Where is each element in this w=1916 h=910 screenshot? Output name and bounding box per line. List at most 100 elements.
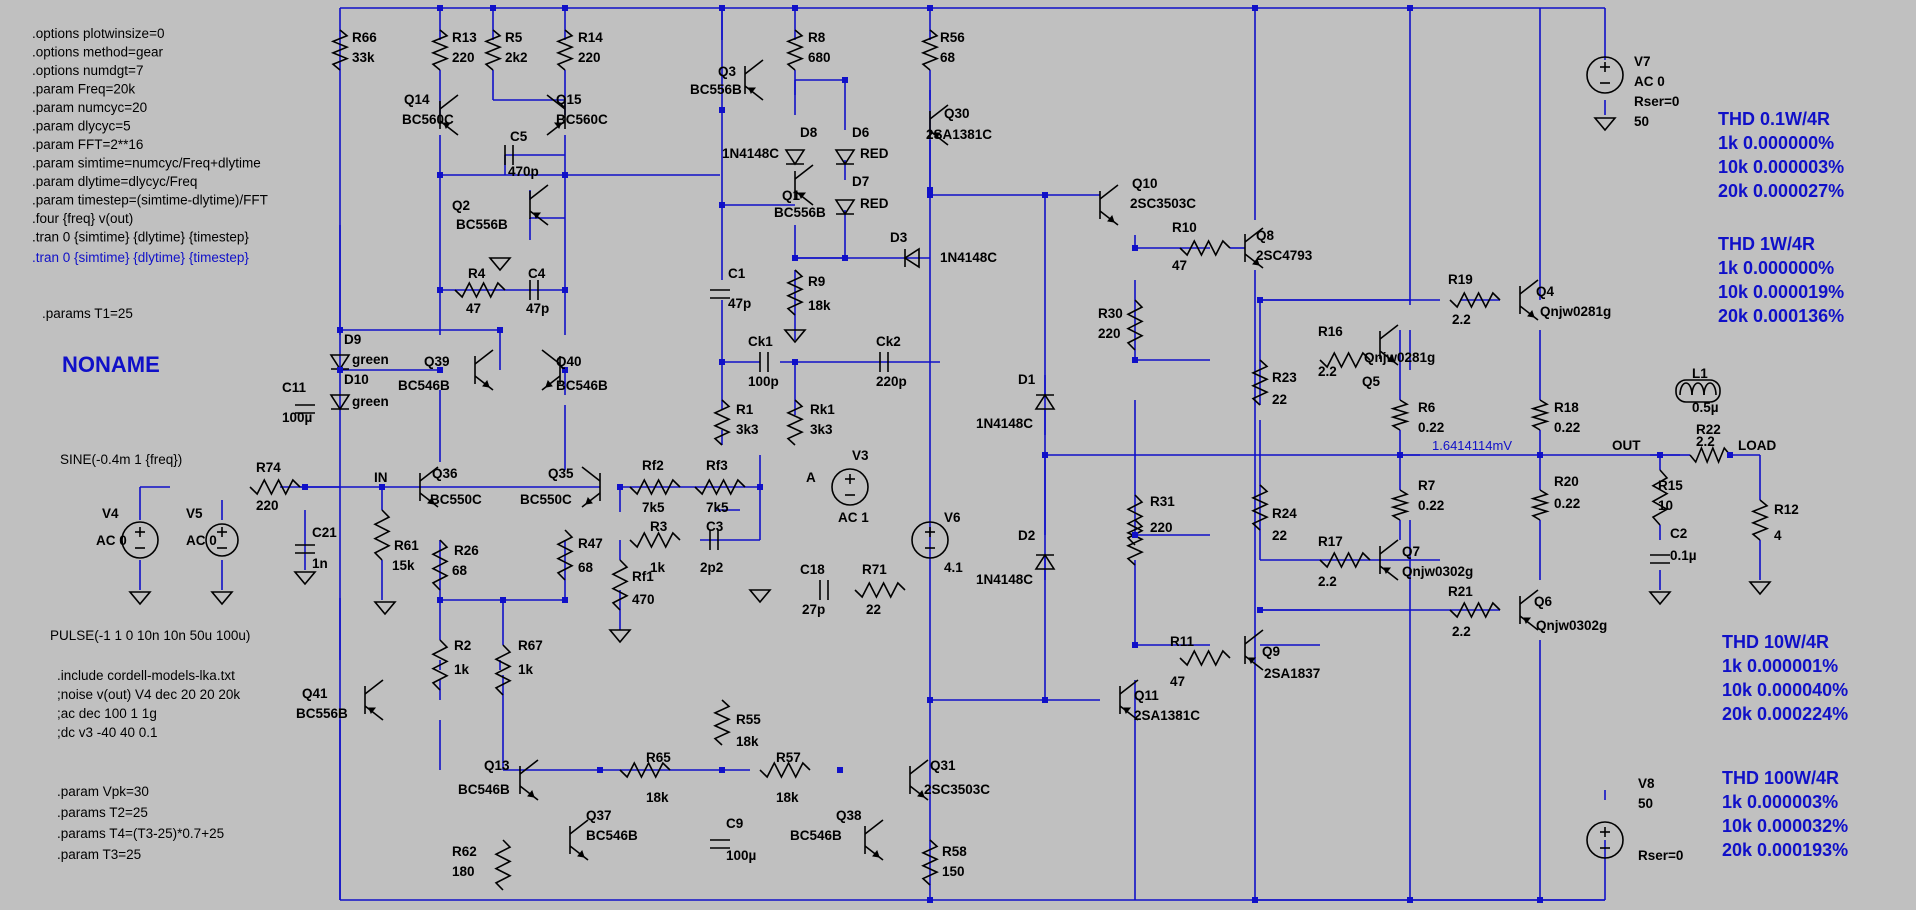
inductor-symbol[interactable] <box>1675 379 1721 403</box>
component-value-q14: BC560C <box>402 112 454 127</box>
diode-symbol[interactable] <box>329 354 351 371</box>
component-ref-r61: R61 <box>394 538 419 553</box>
transistor-emitter <box>1519 615 1539 631</box>
thd-table-title: THD 100W/4R <box>1722 768 1839 788</box>
resistor-symbol[interactable] <box>483 29 503 71</box>
voltage-source-symbol[interactable] <box>911 521 949 559</box>
spice-directive: .param timestep=(simtime-dlytime)/FFT <box>32 193 268 208</box>
voltage-source-symbol[interactable] <box>831 468 869 506</box>
resistor-symbol[interactable] <box>854 581 906 599</box>
resistor-symbol[interactable] <box>1449 291 1501 309</box>
resistor-symbol[interactable] <box>1390 399 1410 431</box>
component-ref-v6: V6 <box>944 510 961 525</box>
component-ref-r12: R12 <box>1774 502 1799 517</box>
wire-junction <box>490 5 496 11</box>
transistor-arrow <box>748 87 757 94</box>
ground-symbol <box>1593 117 1617 132</box>
diode-symbol[interactable] <box>1034 553 1056 570</box>
component-value-q10: 2SC3503C <box>1130 196 1196 211</box>
resistor-symbol[interactable] <box>555 29 575 71</box>
component-ref-q38: Q38 <box>836 808 862 823</box>
voltage-source-symbol[interactable] <box>121 521 159 559</box>
wire-junction <box>1042 697 1048 703</box>
resistor-symbol[interactable] <box>430 29 450 71</box>
resistor-symbol[interactable] <box>1319 551 1371 569</box>
component-value-v5: AC 0 <box>186 533 217 548</box>
resistor-symbol[interactable] <box>1689 445 1731 465</box>
resistor-symbol[interactable] <box>713 399 731 446</box>
resistor-symbol[interactable] <box>1251 484 1269 531</box>
component-value-r10: 47 <box>1172 258 1187 273</box>
resistor-symbol[interactable] <box>1179 239 1231 257</box>
resistor-symbol[interactable] <box>759 761 811 779</box>
resistor-symbol[interactable] <box>1651 469 1669 526</box>
transistor-emitter <box>581 492 601 508</box>
component-ref-q6: Q6 <box>1534 594 1553 609</box>
resistor-symbol[interactable] <box>454 281 506 299</box>
resistor-symbol[interactable] <box>1126 299 1144 351</box>
diode-symbol[interactable] <box>784 149 806 166</box>
diode-symbol[interactable] <box>834 149 856 166</box>
component-value-d10: green <box>352 394 389 409</box>
component-ref-r55: R55 <box>736 712 761 727</box>
wire-junction <box>842 255 848 261</box>
component-value-r66: 33k <box>352 50 375 65</box>
pulse-source-text: PULSE(-1 1 0 10n 10n 50u 100u) <box>50 628 250 643</box>
resistor-symbol[interactable] <box>1449 601 1501 619</box>
component-value-q8: 2SC4793 <box>1256 248 1313 263</box>
inductor-coil[interactable] <box>1703 382 1717 396</box>
transistor-emitter <box>529 210 549 226</box>
resistor-symbol[interactable] <box>713 699 731 746</box>
resistor-symbol[interactable] <box>629 531 681 549</box>
voltage-source-symbol[interactable] <box>205 523 239 557</box>
resistor-symbol[interactable] <box>494 644 512 696</box>
resistor-symbol[interactable] <box>786 269 804 316</box>
resistor-symbol[interactable] <box>629 478 681 496</box>
diode-symbol[interactable] <box>903 247 920 269</box>
component-ref-q5: Q5 <box>1362 374 1381 389</box>
wire-junction <box>719 107 725 113</box>
resistor-symbol[interactable] <box>1750 499 1770 541</box>
resistor-symbol[interactable] <box>786 399 804 446</box>
resistor-symbol[interactable] <box>1319 351 1371 369</box>
ground-symbol <box>293 571 317 586</box>
resistor-symbol[interactable] <box>494 839 512 891</box>
inductor-coil[interactable] <box>1691 382 1705 396</box>
resistor-symbol[interactable] <box>1251 359 1269 406</box>
voltage-source-symbol[interactable] <box>1586 56 1624 94</box>
resistor-symbol[interactable] <box>785 29 805 71</box>
resistor-symbol[interactable] <box>921 839 939 886</box>
diode-symbol[interactable] <box>329 394 351 411</box>
resistor-symbol[interactable] <box>330 29 350 71</box>
component-ref-r67: R67 <box>518 638 543 653</box>
resistor-symbol[interactable] <box>1390 489 1410 521</box>
resistor-symbol[interactable] <box>1126 519 1144 566</box>
voltage-source-symbol[interactable] <box>1586 821 1624 859</box>
resistor-symbol[interactable] <box>431 539 449 591</box>
diode-symbol[interactable] <box>834 199 856 216</box>
resistor-symbol[interactable] <box>373 509 391 561</box>
transistor-arrow <box>1383 567 1392 574</box>
ground-symbol <box>1748 581 1772 596</box>
component-value-r31: 220 <box>1150 520 1173 535</box>
resistor-symbol[interactable] <box>1530 489 1550 521</box>
resistor-symbol[interactable] <box>611 559 629 611</box>
resistor-symbol[interactable] <box>619 761 671 779</box>
spice-directive: .param numcyc=20 <box>32 100 147 115</box>
resistor-symbol[interactable] <box>249 478 301 496</box>
component-value-r11: 47 <box>1170 674 1185 689</box>
resistor-symbol[interactable] <box>556 529 574 581</box>
resistor-symbol[interactable] <box>1179 649 1231 667</box>
resistor-symbol[interactable] <box>920 29 940 71</box>
component-value-r55: 18k <box>736 734 759 749</box>
resistor-symbol[interactable] <box>1530 399 1550 431</box>
resistor-symbol[interactable] <box>431 639 449 691</box>
component-ref-r57: R57 <box>776 750 801 765</box>
diode-symbol[interactable] <box>1034 393 1056 410</box>
component-value-d8: 1N4148C <box>722 146 779 161</box>
component-value-ck2: 220p <box>876 374 907 389</box>
inductor-coil[interactable] <box>1679 382 1693 396</box>
resistor-symbol[interactable] <box>694 478 746 496</box>
ground-symbol <box>210 591 234 606</box>
